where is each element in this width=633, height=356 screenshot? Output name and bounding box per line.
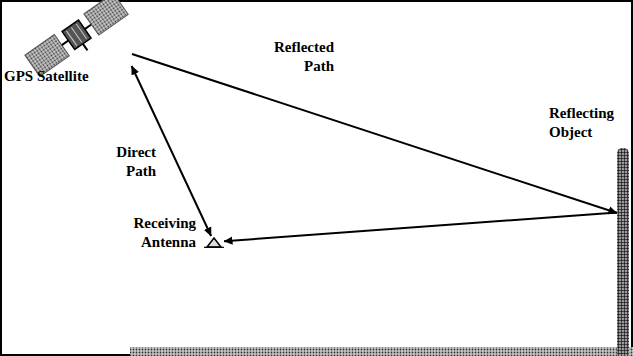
antenna-base bbox=[204, 247, 224, 248]
node-label: Reflecting Object bbox=[549, 104, 629, 142]
node-label: GPS Satellite bbox=[4, 67, 89, 86]
ground bbox=[130, 347, 633, 356]
panel-strut bbox=[62, 41, 69, 46]
body-detail bbox=[76, 24, 86, 39]
antenna-node: Receiving Antenna bbox=[204, 236, 224, 248]
solar-panel bbox=[84, 0, 128, 35]
antenna-mast bbox=[83, 44, 88, 51]
satellite-node: GPS Satellite bbox=[20, 4, 132, 66]
antenna-symbol bbox=[204, 236, 224, 248]
reflecting-object-bar: Reflecting Object bbox=[617, 148, 629, 356]
path-label: Direct Path bbox=[98, 143, 158, 181]
node-label: Receiving Antenna bbox=[102, 214, 196, 252]
path-label: Reflected Path bbox=[248, 38, 336, 76]
signal-path bbox=[224, 212, 617, 241]
panel-strut bbox=[85, 24, 92, 29]
signal-path bbox=[132, 54, 617, 213]
satellite-body bbox=[62, 20, 91, 49]
antenna-shape bbox=[207, 238, 221, 247]
